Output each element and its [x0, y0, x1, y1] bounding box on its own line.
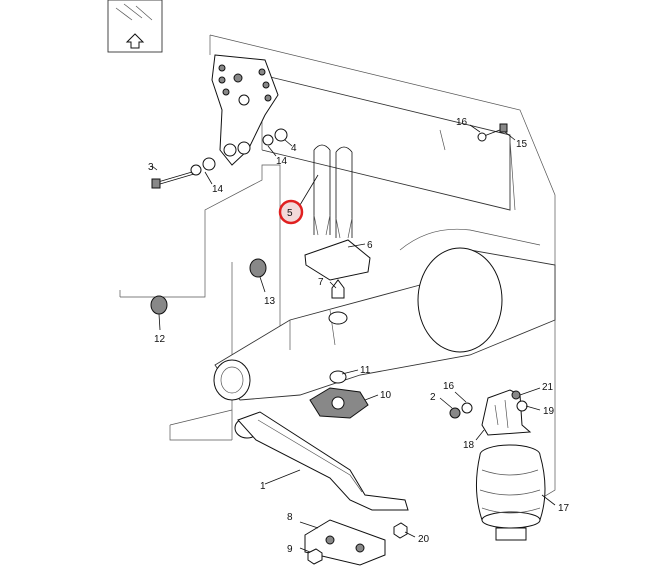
callout-14b[interactable]: 14 — [276, 156, 288, 167]
bump-stop — [331, 279, 345, 299]
nut-21 — [511, 390, 521, 400]
nut-14a — [202, 157, 216, 171]
callout-12[interactable]: 12 — [154, 334, 166, 345]
callout-19[interactable]: 19 — [543, 406, 555, 417]
u-bolts — [313, 144, 353, 239]
washer-16b — [461, 402, 473, 414]
callout-2[interactable]: 2 — [430, 392, 436, 403]
clamp-plate — [304, 519, 386, 566]
callout-10[interactable]: 10 — [380, 390, 392, 401]
washer-14a — [190, 164, 202, 176]
spacer-11 — [329, 370, 347, 384]
callout-labels: 1 2 3 4 5 6 7 8 9 10 11 12 13 14 14 15 1… — [148, 117, 570, 555]
callout-7[interactable]: 7 — [318, 277, 324, 288]
axle-housing — [213, 228, 556, 401]
callout-1[interactable]: 1 — [260, 481, 266, 492]
leader-lines — [151, 124, 556, 553]
nut-9 — [307, 548, 323, 565]
highlight-ring — [278, 199, 304, 225]
washer-14b — [262, 134, 274, 146]
callout-21[interactable]: 21 — [542, 382, 554, 393]
air-spring — [475, 444, 546, 541]
callout-5[interactable]: 5 — [287, 208, 293, 219]
bolt-3 — [151, 171, 195, 189]
bushing-12 — [150, 295, 168, 315]
leaf-spring-arm — [234, 411, 409, 511]
callout-16a[interactable]: 16 — [456, 117, 468, 128]
callout-9[interactable]: 9 — [287, 544, 293, 555]
callout-11[interactable]: 11 — [360, 365, 371, 376]
bolt-15 — [477, 123, 508, 142]
nut-2 — [449, 407, 461, 419]
callout-15[interactable]: 15 — [516, 139, 528, 150]
callout-18[interactable]: 18 — [463, 440, 475, 451]
washer-19 — [516, 400, 528, 412]
saddle-plate — [304, 239, 371, 281]
bushing-13 — [249, 258, 267, 278]
orientation-thumbnail — [107, 0, 163, 53]
spring-bracket — [211, 54, 279, 166]
callout-14a[interactable]: 14 — [212, 184, 224, 195]
callout-3[interactable]: 3 — [148, 162, 154, 173]
callout-16b[interactable]: 16 — [443, 381, 455, 392]
up-arrow-icon — [125, 33, 145, 49]
nut-20 — [393, 522, 408, 539]
callout-20[interactable]: 20 — [418, 534, 430, 545]
callout-13[interactable]: 13 — [264, 296, 276, 307]
nut-4 — [274, 128, 288, 142]
callout-17[interactable]: 17 — [558, 503, 570, 514]
callout-8[interactable]: 8 — [287, 512, 293, 523]
callout-6[interactable]: 6 — [367, 240, 373, 251]
bump-stop-seat — [328, 311, 348, 325]
callout-4[interactable]: 4 — [291, 143, 297, 154]
